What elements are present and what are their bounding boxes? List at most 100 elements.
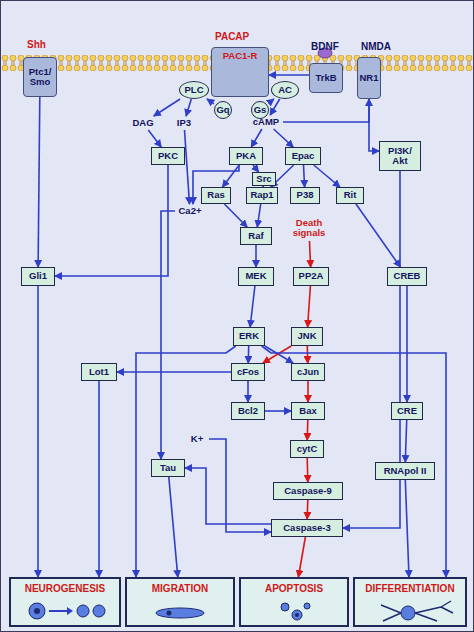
outcome-box: NEUROGENESIS: [9, 577, 121, 627]
signal-node: Ras: [201, 187, 231, 204]
node-text: cytC: [297, 444, 318, 454]
node-text: MEK: [245, 271, 266, 281]
signal-node: Gq: [214, 101, 232, 119]
signal-node: cJun: [291, 363, 325, 381]
signal-arrow: [306, 500, 308, 519]
node-text: Bax: [299, 406, 316, 416]
signal-node: JNK: [291, 327, 323, 346]
signal-arrow: [186, 99, 191, 116]
signal-arrow: [304, 165, 305, 187]
signal-node: cAMP: [249, 115, 283, 129]
signal-node: PKA: [229, 147, 263, 165]
signal-node: CRE: [391, 402, 423, 420]
signal-arrow: [356, 204, 400, 267]
outcome-box: DIFFERENTIATION: [353, 577, 467, 627]
node-text: CREB: [394, 271, 421, 281]
node-text: Gq: [216, 105, 229, 115]
node-text: Caspase-3: [283, 523, 331, 533]
signal-arrow: [306, 420, 308, 440]
signal-arrow: [307, 381, 309, 402]
node-text: ERK: [239, 331, 259, 341]
node-text: PLC: [185, 85, 204, 95]
node-text: PP2A: [299, 271, 324, 281]
signal-node: AC: [271, 81, 299, 99]
signal-arrow: [148, 130, 161, 147]
signal-arrow: [271, 165, 294, 187]
node-text: Ca2+: [179, 206, 202, 216]
signal-arrow: [248, 346, 250, 363]
signal-node: Death signals: [283, 215, 335, 241]
signal-node: Gli1: [21, 267, 55, 286]
signal-arrow: [262, 186, 264, 187]
receptor: Ptc1/ Smo: [23, 57, 57, 97]
ligand-label: NMDA: [361, 41, 391, 52]
signal-node: CREB: [387, 267, 427, 286]
signal-arrow: [306, 346, 308, 363]
signal-arrow: [185, 130, 190, 204]
signal-arrow: [209, 439, 271, 532]
signal-arrow: [343, 171, 400, 528]
node-text: Lot1: [89, 367, 109, 377]
node-text: Ptc1/ Smo: [24, 67, 56, 88]
outcome-box: MIGRATION: [125, 577, 235, 627]
node-text: PKA: [236, 151, 256, 161]
signal-arrow: [136, 346, 236, 577]
node-text: APOPTOSIS: [265, 583, 323, 594]
signal-node: Caspase-9: [273, 482, 343, 500]
node-text: NEUROGENESIS: [25, 583, 106, 594]
signal-arrow: [185, 468, 271, 524]
signal-arrow: [251, 129, 262, 147]
signal-arrow: [161, 211, 175, 459]
signal-arrow: [406, 286, 408, 402]
signal-node: Epac: [285, 147, 321, 165]
signal-arrow: [154, 99, 180, 116]
signal-arrow: [37, 286, 39, 577]
signal-node: MEK: [238, 267, 274, 286]
node-text: Epac: [292, 151, 315, 161]
signal-node: K+: [185, 432, 209, 446]
signal-node: PI3K/ Akt: [379, 141, 421, 171]
signal-node: ERK: [233, 327, 265, 346]
ligand-label: PACAP: [215, 31, 249, 42]
signal-node: Src: [252, 172, 276, 186]
signal-node: cytC: [290, 440, 324, 458]
signal-node: Rap1: [246, 187, 278, 204]
receptor: TrkB: [309, 63, 343, 93]
receptor: PAC1-R: [211, 47, 269, 97]
signal-arrow: [262, 346, 446, 577]
signal-arrow: [193, 165, 239, 204]
node-text: cJun: [297, 367, 319, 377]
signal-arrow: [223, 165, 240, 187]
signal-node: Ca2+: [175, 204, 205, 218]
node-text: JNK: [297, 331, 316, 341]
signal-arrow: [224, 204, 247, 227]
signal-arrow: [269, 99, 274, 103]
signal-arrow: [405, 480, 409, 577]
node-text: Raf: [248, 231, 263, 241]
node-text: Ras: [207, 190, 224, 200]
signal-arrow: [265, 410, 291, 412]
node-text: PKC: [158, 151, 178, 161]
signal-arrow: [207, 99, 214, 104]
signal-arrow: [308, 286, 311, 327]
node-text: cAMP: [253, 117, 279, 127]
signal-node: PKC: [151, 147, 185, 165]
signal-arrow: [117, 371, 231, 373]
signal-arrow: [257, 204, 260, 227]
signal-node: cFos: [231, 363, 265, 381]
signal-node: RNApol II: [375, 462, 435, 480]
receptor: NR1: [357, 57, 381, 99]
signal-arrow: [270, 99, 280, 115]
signal-arrow: [38, 97, 40, 267]
signal-arrow: [169, 477, 178, 577]
signal-arrow: [265, 346, 293, 363]
node-text: Gs: [254, 105, 267, 115]
node-text: Caspase-9: [284, 486, 332, 496]
signal-arrow: [283, 99, 369, 122]
node-text: Tau: [160, 463, 176, 473]
signal-arrow: [405, 420, 406, 462]
signal-node: Rit: [336, 187, 364, 204]
node-text: TrkB: [315, 73, 336, 83]
node-text: Death signals: [283, 218, 335, 239]
signal-arrow: [310, 241, 311, 267]
